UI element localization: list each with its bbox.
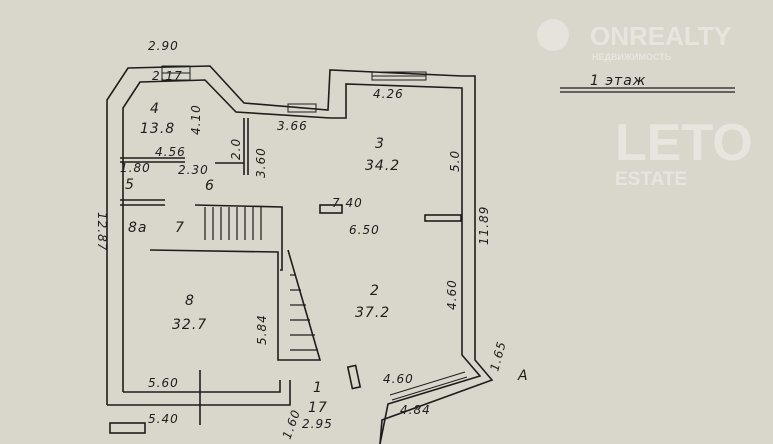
room-2-number: 2 xyxy=(370,283,380,299)
dimension: 4.60 xyxy=(445,279,459,310)
dimension: 1.65 xyxy=(487,339,508,372)
dimension: 11.89 xyxy=(477,206,491,245)
dimension: 4.84 xyxy=(400,403,431,417)
room-1-number: 1 xyxy=(313,380,323,396)
letter-a-mark: А xyxy=(517,368,529,384)
dimension: 3.66 xyxy=(277,119,308,133)
watermark-estate: ESTATE xyxy=(615,169,687,190)
room-7-number: 7 xyxy=(175,220,185,236)
dimension: 5.84 xyxy=(255,314,269,345)
windows xyxy=(161,65,468,401)
dimension: 3.60 xyxy=(254,147,268,178)
dimension: 5.60 xyxy=(148,376,179,390)
walls xyxy=(106,65,494,444)
room-6-number: 6 xyxy=(205,178,215,194)
dimension: 6.50 xyxy=(349,223,380,237)
room-3-number: 3 xyxy=(375,136,385,152)
leto-watermark: LETO ESTATE xyxy=(615,114,753,190)
house-logo-icon xyxy=(537,19,569,51)
dimension: 2.0 xyxy=(229,138,243,160)
dimension: 7.40 xyxy=(332,196,363,210)
room-2-area: 37.2 xyxy=(355,305,390,321)
room-4-area: 13.8 xyxy=(140,121,175,137)
dimension: 1.80 xyxy=(120,161,151,175)
dimension: 5.0 xyxy=(448,150,462,172)
room-8a-number: 8a xyxy=(128,220,148,236)
dimension: 4.10 xyxy=(189,104,203,135)
room-5-number: 5 xyxy=(125,177,135,193)
room-3-area: 34.2 xyxy=(365,158,400,174)
watermark-leto: LETO xyxy=(615,114,753,172)
floor-title: 1 этаж xyxy=(590,73,646,89)
room-8-area: 32.7 xyxy=(172,317,207,333)
dimension: 2.95 xyxy=(302,417,333,431)
room-8-number: 8 xyxy=(185,293,195,309)
dimension: 2.17 xyxy=(152,69,183,83)
dimension: 5.40 xyxy=(148,412,179,426)
dimension: 4.56 xyxy=(155,145,186,159)
staircase xyxy=(204,207,318,351)
dimension-labels: 2.90 2.17 4.10 3.66 4.26 5.0 4.56 1.80 2… xyxy=(95,39,509,441)
dimension: 2.30 xyxy=(178,163,209,177)
onrealty-watermark: ONREALTY НЕДВИЖИМОСТЬ xyxy=(537,19,731,62)
dimension: 1.60 xyxy=(280,407,304,441)
room-1-area: 17 xyxy=(308,400,328,416)
dimension: 2.90 xyxy=(148,39,179,53)
dimension: 4.60 xyxy=(383,372,414,386)
dimension: 12.87 xyxy=(95,212,109,251)
watermark-onrealty-sub: НЕДВИЖИМОСТЬ xyxy=(592,52,672,62)
dimension: 4.26 xyxy=(373,87,404,101)
room-4-number: 4 xyxy=(150,101,160,117)
watermark-onrealty: ONREALTY xyxy=(590,21,731,51)
